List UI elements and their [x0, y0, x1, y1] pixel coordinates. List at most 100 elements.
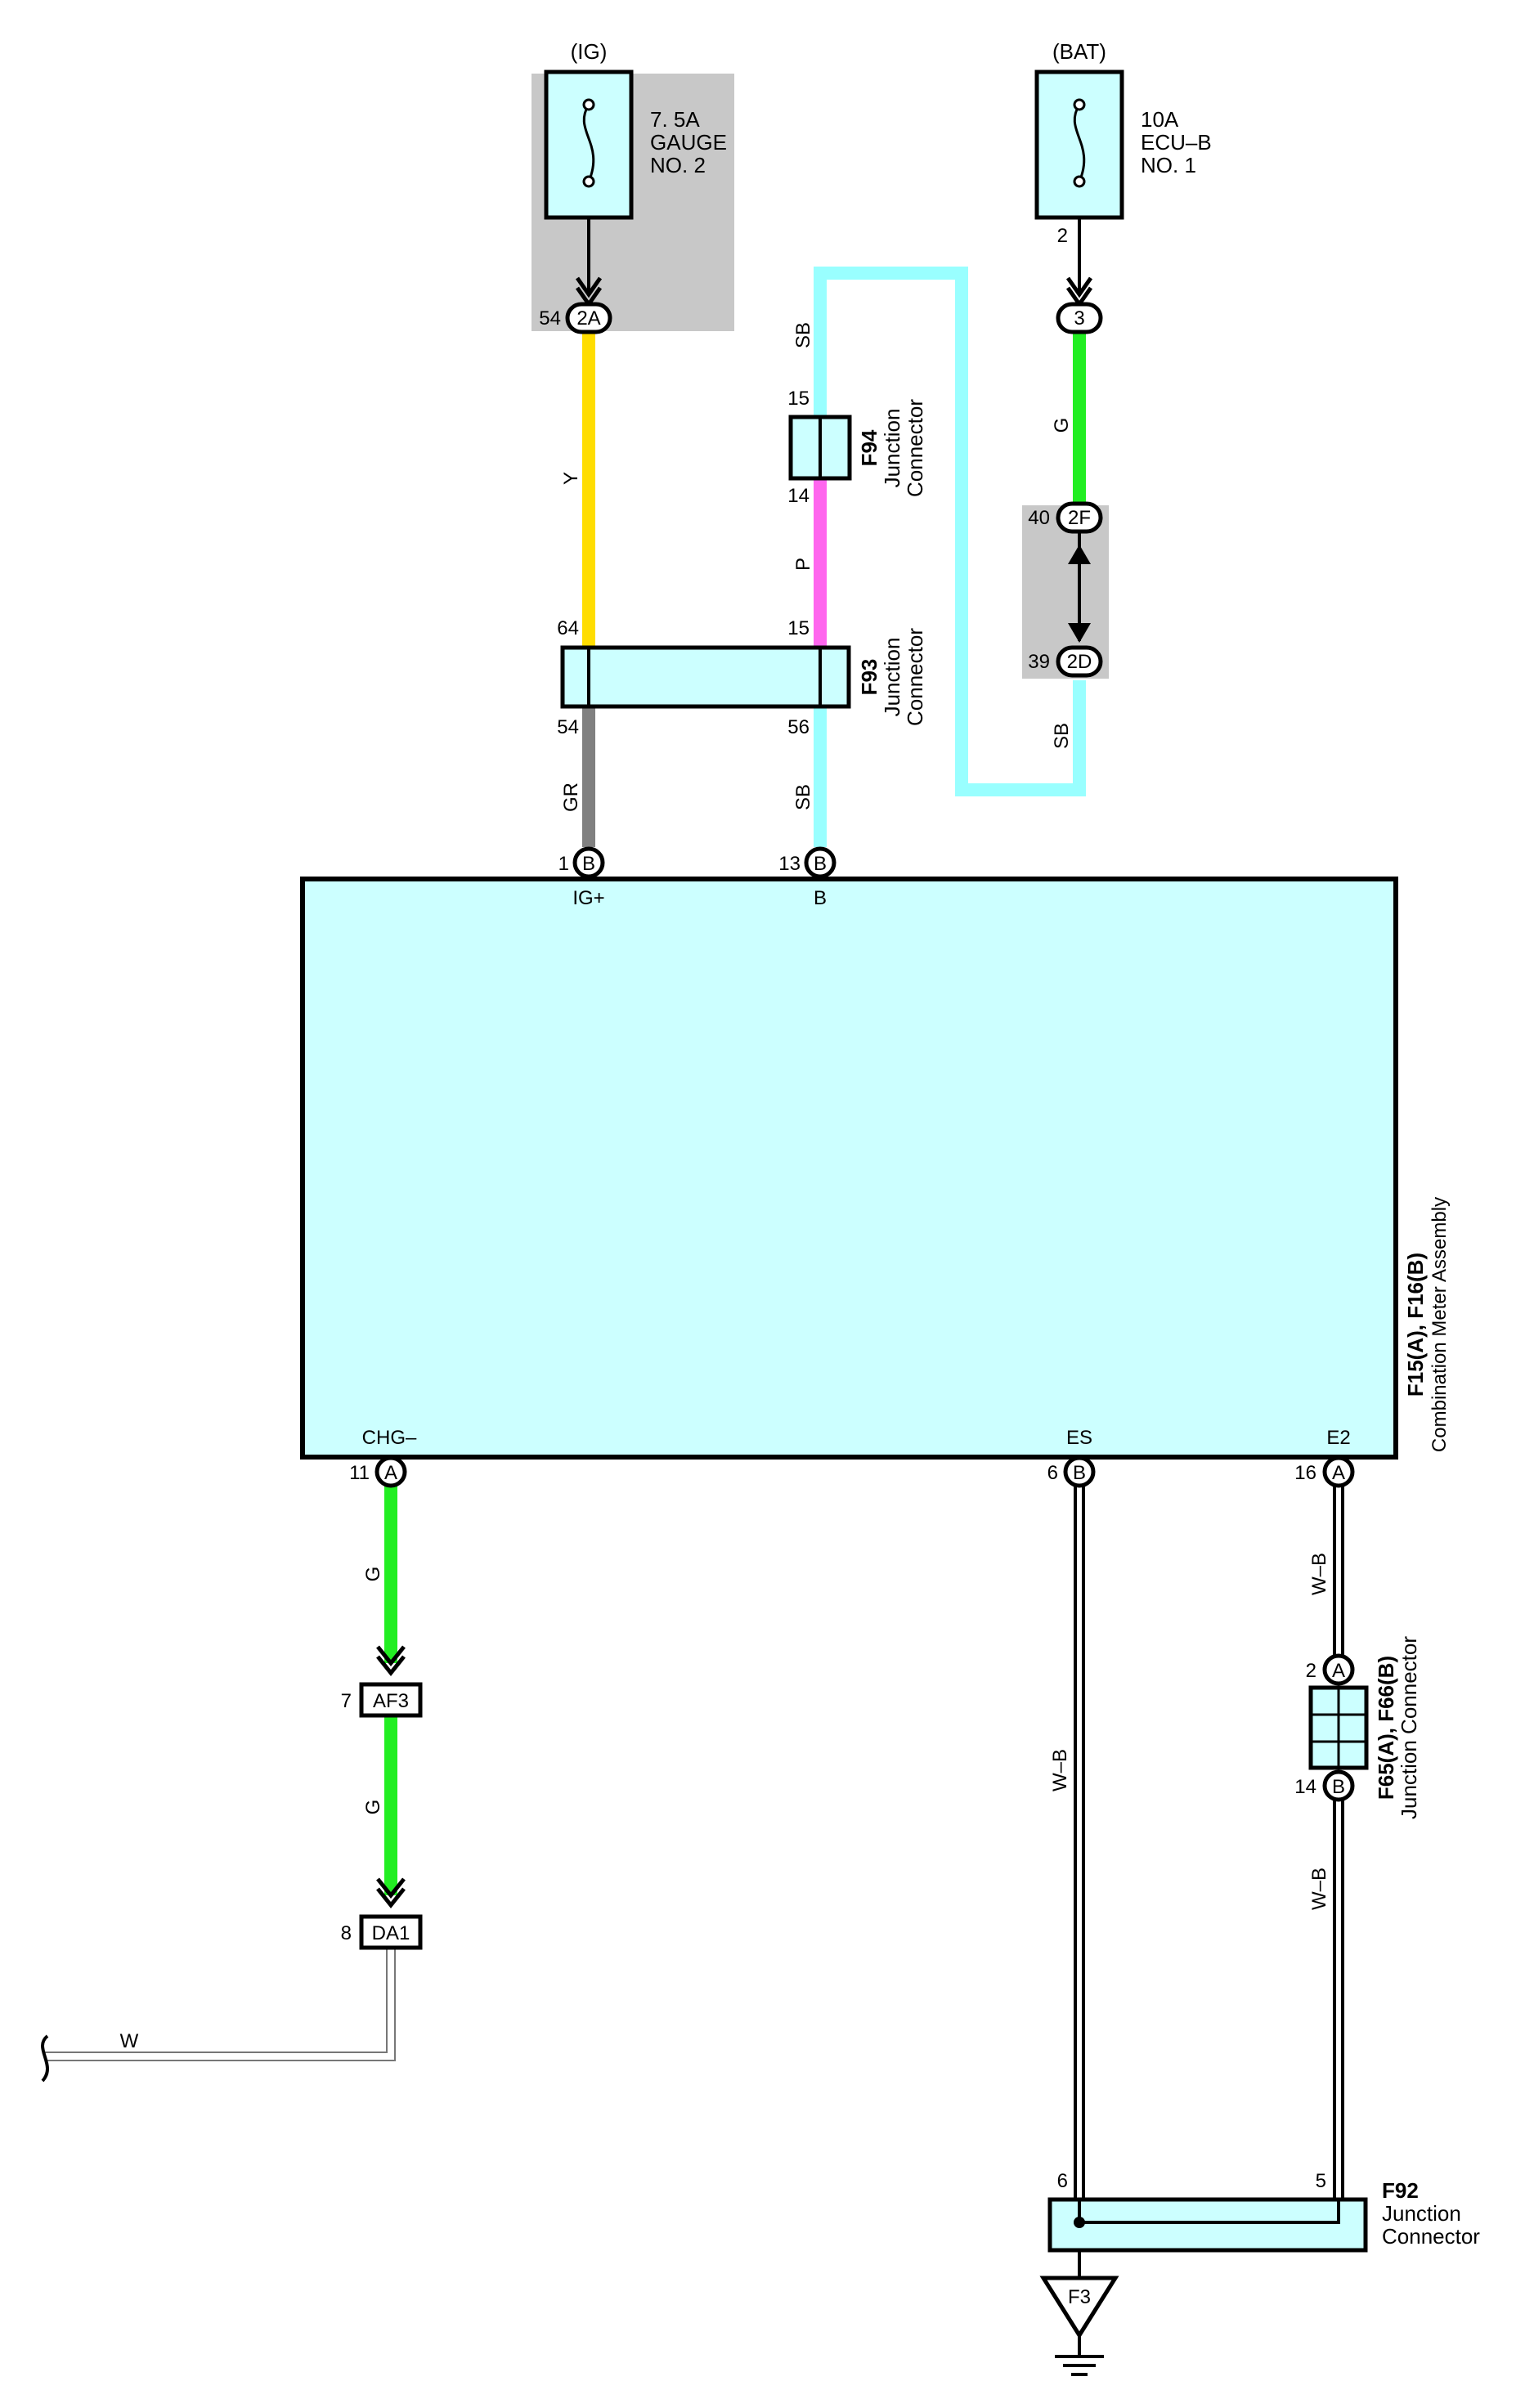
bat-source-label: (BAT): [1052, 39, 1106, 64]
meter-pin-es-conn: B: [1073, 1462, 1086, 1484]
meter-pin-b-num: 13: [778, 853, 801, 875]
f94-line2: Connector: [903, 399, 927, 497]
meter-pin-e2-label: E2: [1326, 1427, 1350, 1449]
meter-pin-ig: [572, 846, 605, 879]
f65-pin-top: [1322, 1653, 1355, 1686]
af3-connector: [359, 1682, 423, 1718]
meter-pin-chg-conn: A: [384, 1462, 397, 1484]
splice-2f-label: 2F: [1068, 507, 1091, 529]
f65-conn-bottom: B: [1332, 1776, 1345, 1798]
f94-id: F94: [857, 429, 881, 466]
f93-pin-tl: 64: [557, 617, 579, 639]
wire-break-icon: [41, 2034, 49, 2083]
f93-pin-br: 56: [787, 716, 810, 738]
f65-pin-top-num: 2: [1306, 1660, 1316, 1682]
splice-2f-pin: 40: [1028, 507, 1050, 529]
meter-pin-chg-num: 11: [349, 1462, 370, 1484]
bat-connector-label: 3: [1074, 307, 1084, 330]
f93-pin-tr: 15: [787, 617, 810, 639]
f92-pin-left: 6: [1057, 2170, 1068, 2192]
f65-id: F65(A), F66(B): [1374, 1656, 1398, 1800]
meter-pin-e2: [1322, 1455, 1355, 1488]
ig-arrow-icon: [575, 276, 603, 298]
meter-pin-es-label: ES: [1066, 1427, 1092, 1449]
combination-meter-box: [300, 877, 1398, 1460]
f92-splice-dot: [1074, 2217, 1085, 2228]
af3-arrow-icon: [376, 1645, 406, 1667]
f93-pin-bl: 54: [557, 716, 579, 738]
f93-line1: Junction: [880, 638, 904, 717]
wire-label-p: P: [792, 558, 814, 571]
f92-line1: Junction: [1382, 2201, 1461, 2226]
splice-2f-oval: [1056, 501, 1103, 534]
bat-fuse-rating: 10A: [1141, 107, 1179, 132]
da1-label: DA1: [372, 1922, 410, 1944]
ig-fuse-name-1: GAUGE: [650, 130, 727, 155]
bat-fuse-name-2: NO. 1: [1141, 153, 1196, 177]
ig-fuse-name-2: NO. 2: [650, 153, 706, 177]
bat-fuse-box: [1034, 70, 1124, 220]
bat-connector-oval: [1056, 302, 1103, 334]
f65-name: Junction Connector: [1397, 1636, 1421, 1819]
splice-arrow-up-icon: [1068, 545, 1091, 564]
f94-line1: Junction: [880, 409, 904, 488]
splice-arrow-down-icon: [1068, 623, 1091, 643]
da1-arrow-icon: [376, 1877, 406, 1899]
wire-label-y: Y: [560, 472, 582, 485]
meter-pin-chg-label: CHG–: [362, 1427, 417, 1449]
wire-label-gr: GR: [560, 782, 582, 812]
f93-box: [560, 645, 851, 709]
meter-pin-chg: [375, 1455, 407, 1488]
ground-f3-label: F3: [1068, 2286, 1091, 2308]
f93-line2: Connector: [903, 628, 927, 726]
f94-pin-bottom: 14: [787, 485, 810, 507]
wire-label-g1: G: [1051, 418, 1073, 433]
f65-pin-bottom: [1322, 1769, 1355, 1802]
wire-label-g2: G: [362, 1567, 384, 1582]
ig-connector-label: 2A: [576, 307, 600, 330]
splice-2d-label: 2D: [1067, 651, 1092, 673]
f94-pin-top: 15: [787, 388, 810, 410]
meter-pin-ig-label: IG+: [572, 887, 604, 909]
meter-pin-ig-num: 1: [558, 853, 569, 875]
ground-f3-triangle: [1039, 2276, 1119, 2339]
ig-source-label: (IG): [571, 39, 608, 64]
meter-pin-es-num: 6: [1047, 1462, 1058, 1484]
wire-label-wb1: W–B: [1049, 1749, 1071, 1791]
meter-pin-e2-num: 16: [1294, 1462, 1316, 1484]
meter-pin-es: [1063, 1455, 1096, 1488]
ig-connector-oval: [565, 302, 612, 334]
ig-fuse-icon: [582, 104, 595, 182]
bat-fuse-name-1: ECU–B: [1141, 130, 1212, 155]
f92-line2: Connector: [1382, 2224, 1480, 2249]
meter-pin-b-conn: B: [814, 853, 827, 875]
af3-pin: 7: [341, 1690, 352, 1712]
meter-pin-ig-conn: B: [582, 853, 595, 875]
wire-label-sb3: SB: [1051, 723, 1073, 749]
bat-fuse-pin: 2: [1057, 225, 1068, 247]
af3-label: AF3: [373, 1690, 409, 1712]
da1-connector: [359, 1914, 423, 1950]
splice-2d-oval: [1056, 645, 1103, 678]
wire-label-sb2: SB: [792, 784, 814, 810]
f92-box: [1047, 2197, 1368, 2253]
f65-pin-bottom-num: 14: [1294, 1776, 1316, 1798]
f92-pin-right: 5: [1316, 2170, 1326, 2192]
bat-fuse-icon: [1073, 104, 1086, 182]
meter-id: F15(A), F16(B): [1403, 1253, 1428, 1397]
meter-name: Combination Meter Assembly: [1429, 1197, 1451, 1452]
f65-conn-top: A: [1332, 1660, 1345, 1682]
bat-arrow-icon: [1065, 276, 1093, 298]
meter-pin-e2-conn: A: [1332, 1462, 1345, 1484]
wire-label-w: W: [120, 2030, 139, 2052]
ig-connector-pin: 54: [539, 307, 561, 330]
meter-pin-b-label: B: [814, 887, 827, 909]
wire-label-wb2: W–B: [1308, 1553, 1330, 1595]
f93-id: F93: [857, 659, 881, 696]
wire-label-g3: G: [362, 1800, 384, 1815]
wire-label-wb3: W–B: [1308, 1868, 1330, 1910]
wire-label-sb1: SB: [792, 322, 814, 348]
meter-pin-b: [804, 846, 837, 879]
splice-2d-pin: 39: [1028, 651, 1050, 673]
